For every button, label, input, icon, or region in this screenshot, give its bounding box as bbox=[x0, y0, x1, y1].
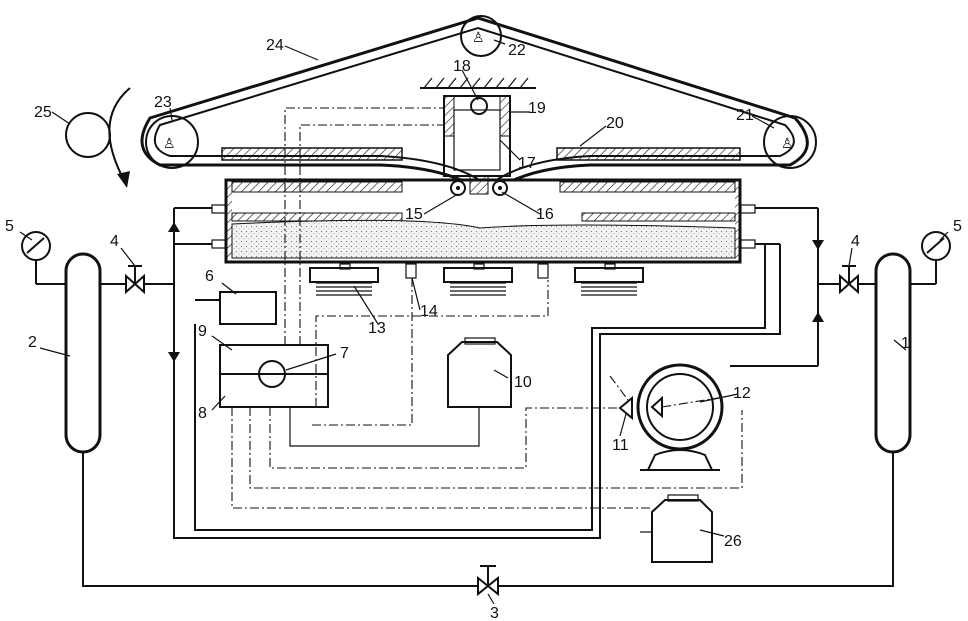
label-17: 17 bbox=[518, 155, 536, 172]
pump-26 bbox=[652, 495, 712, 562]
label-22: 22 bbox=[508, 42, 526, 59]
label-3: 3 bbox=[490, 605, 499, 621]
label-8: 8 bbox=[198, 405, 207, 422]
label-26: 26 bbox=[724, 533, 742, 550]
label-4-right: 4 bbox=[851, 233, 860, 250]
label-2: 2 bbox=[28, 334, 37, 351]
valve-4-left bbox=[126, 266, 144, 292]
svg-text:♙: ♙ bbox=[781, 136, 794, 152]
label-5-right: 5 bbox=[953, 218, 962, 235]
valve-3 bbox=[478, 566, 498, 594]
label-16: 16 bbox=[536, 206, 554, 223]
label-20: 20 bbox=[606, 115, 624, 132]
label-15: 15 bbox=[405, 206, 423, 223]
press-frame-17 bbox=[444, 96, 510, 176]
label-11: 11 bbox=[612, 437, 629, 454]
label-23: 23 bbox=[154, 94, 172, 111]
label-24: 24 bbox=[266, 37, 284, 54]
box-6 bbox=[220, 292, 276, 324]
gauge-5-right bbox=[922, 232, 950, 284]
label-10: 10 bbox=[514, 374, 532, 391]
rotation-arrow bbox=[109, 88, 130, 188]
sensors-14 bbox=[406, 264, 548, 278]
svg-text:♙: ♙ bbox=[472, 30, 485, 46]
press-mount bbox=[420, 78, 536, 88]
motor-18 bbox=[471, 98, 487, 114]
label-18: 18 bbox=[453, 58, 471, 75]
label-19: 19 bbox=[528, 100, 546, 117]
label-12: 12 bbox=[733, 385, 751, 402]
label-7: 7 bbox=[340, 345, 349, 362]
roller-23: ♙ bbox=[146, 116, 198, 168]
label-6: 6 bbox=[205, 268, 214, 285]
heaters-13 bbox=[310, 264, 643, 295]
tank-2 bbox=[66, 254, 100, 452]
label-5-left: 5 bbox=[5, 218, 14, 235]
pump-10 bbox=[448, 338, 511, 407]
roller-22: ♙ bbox=[461, 16, 501, 56]
label-13: 13 bbox=[368, 320, 386, 337]
tank-1 bbox=[876, 254, 910, 452]
fan-12 bbox=[638, 365, 722, 470]
roller-25 bbox=[66, 113, 110, 157]
valve-4-right bbox=[840, 266, 858, 292]
gauge-5-left bbox=[22, 232, 50, 284]
svg-text:♙: ♙ bbox=[163, 136, 176, 152]
label-21: 21 bbox=[736, 107, 754, 124]
label-9: 9 bbox=[198, 323, 207, 340]
label-14: 14 bbox=[420, 303, 438, 320]
label-1: 1 bbox=[901, 335, 910, 352]
label-4-left: 4 bbox=[110, 233, 119, 250]
label-25: 25 bbox=[34, 104, 52, 121]
controller-8-9 bbox=[220, 345, 328, 407]
